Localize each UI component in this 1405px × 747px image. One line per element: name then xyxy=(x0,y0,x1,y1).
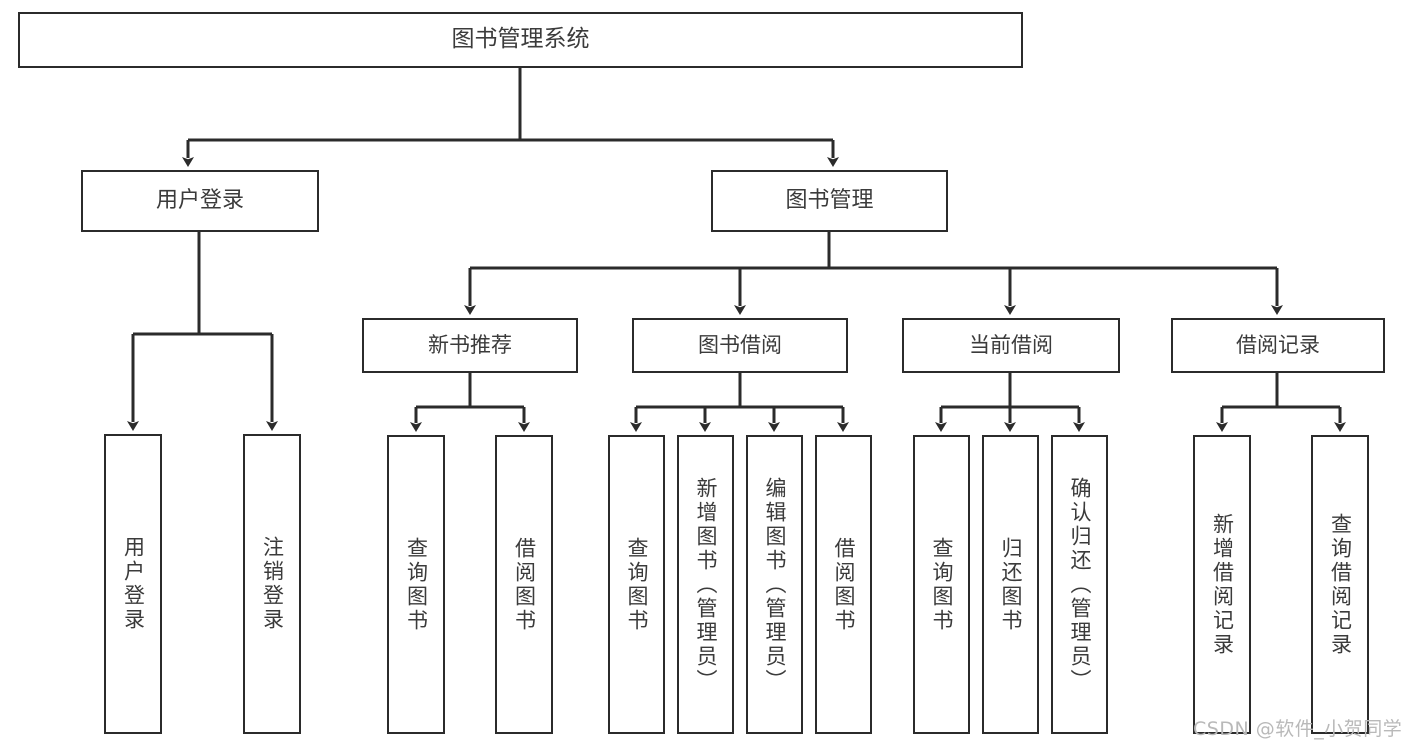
leaf-book-borrow-lend[interactable]: 借阅图书 xyxy=(815,435,872,734)
leaf-book-borrow-query[interactable]: 查询图书 xyxy=(608,435,665,734)
node-book-management-label: 图书管理 xyxy=(785,188,874,214)
leaf-current-borrow-return-label: 归还图书 xyxy=(999,536,1023,633)
leaf-new-book-query[interactable]: 查询图书 xyxy=(387,435,445,734)
leaf-user-login-signout-label: 注销登录 xyxy=(260,536,285,632)
leaf-borrow-record-query[interactable]: 查询借阅记录 xyxy=(1311,435,1369,734)
leaf-current-borrow-query-label: 查询图书 xyxy=(930,536,954,633)
csdn-watermark: CSDN @软件_小贺同学 xyxy=(1193,718,1403,740)
leaf-user-login-signin-label: 用户登录 xyxy=(121,536,146,632)
leaf-borrow-record-add[interactable]: 新增借阅记录 xyxy=(1193,435,1251,734)
leaf-book-borrow-lend-label: 借阅图书 xyxy=(832,536,856,633)
leaf-new-book-query-label: 查询图书 xyxy=(404,536,429,633)
node-new-book-recommend-label: 新书推荐 xyxy=(428,333,512,358)
node-current-borrow[interactable]: 当前借阅 xyxy=(902,318,1120,373)
leaf-new-book-borrow-label: 借阅图书 xyxy=(512,536,537,633)
leaf-current-borrow-confirm[interactable]: 确认归还（管理员） xyxy=(1051,435,1108,734)
node-user-login[interactable]: 用户登录 xyxy=(81,170,319,232)
node-borrow-record-label: 借阅记录 xyxy=(1236,333,1320,358)
node-book-borrow[interactable]: 图书借阅 xyxy=(632,318,848,373)
leaf-new-book-borrow[interactable]: 借阅图书 xyxy=(495,435,553,734)
leaf-borrow-record-query-label: 查询借阅记录 xyxy=(1328,512,1353,657)
leaf-user-login-signout[interactable]: 注销登录 xyxy=(243,434,301,734)
node-user-login-label: 用户登录 xyxy=(155,188,244,214)
leaf-current-borrow-return[interactable]: 归还图书 xyxy=(982,435,1039,734)
leaf-book-borrow-edit-label: 编辑图书（管理员） xyxy=(763,476,787,693)
leaf-current-borrow-query[interactable]: 查询图书 xyxy=(913,435,970,734)
node-borrow-record[interactable]: 借阅记录 xyxy=(1171,318,1385,373)
node-new-book-recommend[interactable]: 新书推荐 xyxy=(362,318,578,373)
leaf-book-borrow-edit[interactable]: 编辑图书（管理员） xyxy=(746,435,803,734)
leaf-current-borrow-confirm-label: 确认归还（管理员） xyxy=(1068,476,1092,693)
leaf-book-borrow-add[interactable]: 新增图书（管理员） xyxy=(677,435,734,734)
leaf-user-login-signin[interactable]: 用户登录 xyxy=(104,434,162,734)
node-root-label: 图书管理系统 xyxy=(451,26,590,53)
node-book-borrow-label: 图书借阅 xyxy=(698,333,782,358)
leaf-borrow-record-add-label: 新增借阅记录 xyxy=(1210,512,1235,657)
node-root[interactable]: 图书管理系统 xyxy=(18,12,1023,68)
leaf-book-borrow-query-label: 查询图书 xyxy=(625,536,649,633)
leaf-book-borrow-add-label: 新增图书（管理员） xyxy=(694,476,718,693)
node-current-borrow-label: 当前借阅 xyxy=(969,333,1053,358)
node-book-management[interactable]: 图书管理 xyxy=(711,170,948,232)
